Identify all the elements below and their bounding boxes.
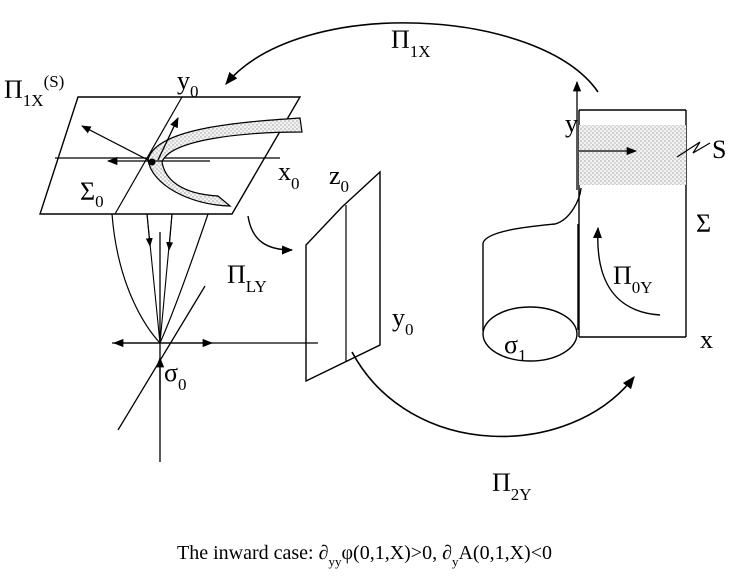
cylinder-body [482, 224, 579, 331]
funnel-right [159, 213, 209, 344]
label-z0: z0 [329, 161, 349, 196]
label-y0-middle: y0 [392, 303, 414, 339]
label-sigma: Σ [696, 209, 711, 238]
cylinder-top [482, 187, 582, 244]
caption-sub-y: y [451, 554, 459, 569]
label-pi-1x-s: Π1X(S) [4, 72, 64, 110]
map-pi-0y-arc [593, 226, 661, 316]
s-marker-zigzag [676, 141, 711, 158]
parabola-band [147, 117, 303, 207]
y0-direction-arrow [157, 117, 179, 161]
label-pi-2y: Π2Y [492, 468, 532, 504]
figure-caption: The inward case: ∂yyφ(0,1,X)>0, ∂yA(0,1,… [0, 542, 729, 569]
label-pi-ly: ΠLY [227, 260, 267, 296]
label-x-axis: x [700, 325, 713, 354]
axis-diagonal [117, 285, 206, 431]
funnel-inner-arrow-2 [166, 213, 174, 251]
map-pi-1x-arc [225, 22, 599, 93]
label-sigma1: σ1 [504, 330, 527, 365]
funnel-inner-arrow-1 [145, 213, 153, 247]
label-sigma0: Σ0 [80, 177, 104, 211]
cylinder-base [482, 306, 578, 362]
middle-section-plane [305, 170, 381, 383]
label-y-axis: y [565, 109, 578, 138]
caption-lead: The inward case: [177, 542, 319, 564]
pi1x-s-arrow [81, 125, 153, 163]
caption-term-phi: φ(0,1,X)>0, [341, 542, 443, 564]
label-y0-top: y0 [177, 66, 199, 101]
sigma0-section-plane [39, 96, 302, 215]
funnel-left [111, 213, 161, 344]
label-x0: x0 [278, 157, 300, 193]
map-pi-2y-arc [351, 351, 635, 438]
label-pi-1x-top: Π1X [391, 25, 431, 61]
label-sigma0-small: σ0 [164, 358, 187, 394]
dotted-strip [579, 125, 686, 185]
caption-partial-1: ∂ [318, 542, 329, 564]
caption-sub-yy: yy [328, 554, 342, 569]
label-s: S [712, 135, 726, 164]
map-pi-ly-arc [247, 215, 294, 255]
sigma0-vertical-line [114, 96, 183, 215]
caption-term-a: A(0,1,X)<0 [458, 542, 552, 564]
label-pi-0y: Π0Y [613, 261, 653, 297]
caption-partial-2: ∂ [442, 542, 452, 564]
